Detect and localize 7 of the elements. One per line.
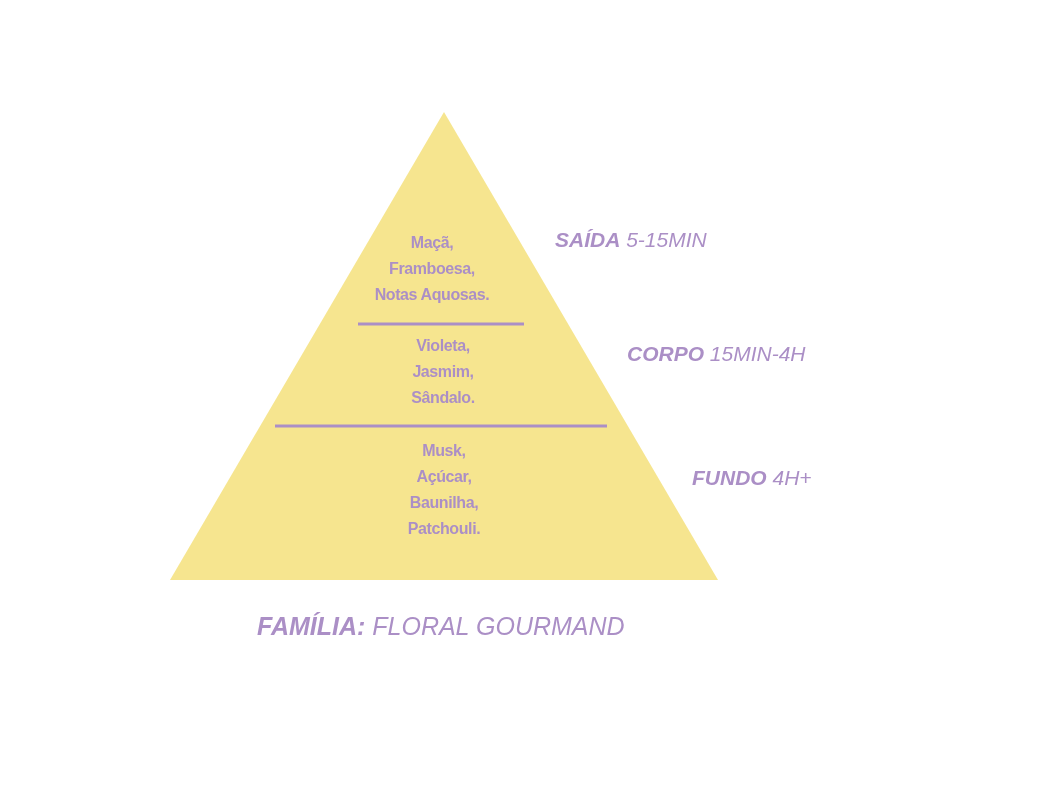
phase-label: CORPO 15MIN-4H [627, 342, 806, 366]
notes-text: Violeta, Jasmim, Sândalo. [410, 336, 476, 408]
phase-label: FUNDO 4H+ [692, 466, 812, 490]
notes-text: Musk, Açúcar, Baunilha, Patchouli. [406, 441, 482, 539]
notes-text: Maçã, Framboesa, Notas Aquosas. [373, 233, 491, 305]
family-label: FAMÍLIA: FLORAL GOURMAND [257, 612, 625, 641]
phase-label: SAÍDA 5-15MIN [555, 228, 707, 252]
